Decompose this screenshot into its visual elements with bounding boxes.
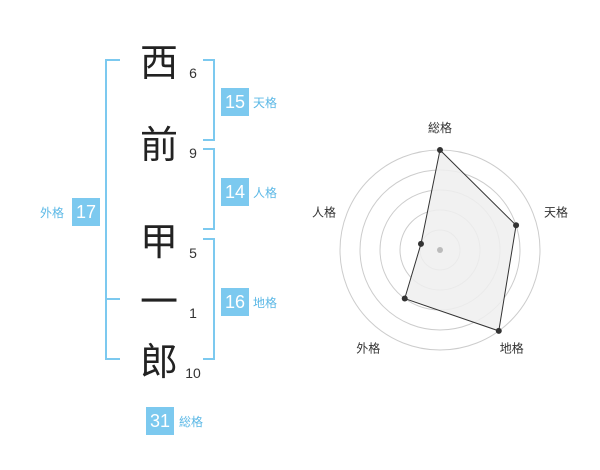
name-char-4: 一	[139, 280, 178, 324]
radar-data-polygon	[404, 148, 517, 332]
radar-axis-label-1: 総格	[428, 120, 452, 135]
stroke-count-1: 6	[189, 65, 197, 81]
jinkaku-bracket	[203, 148, 215, 230]
name-char-2: 前	[139, 123, 178, 167]
radar-center-point	[437, 247, 443, 253]
radar-point-5	[417, 240, 424, 247]
stroke-count-5: 10	[185, 365, 201, 381]
tenkaku-label: 天格	[253, 96, 278, 110]
tenkaku-badge: 15	[221, 88, 249, 116]
radar-point-1	[437, 147, 443, 153]
tenkaku-bracket	[203, 59, 215, 141]
name-char-5: 郎	[139, 340, 178, 384]
radar-axis-label-3: 地格	[500, 341, 524, 356]
chikaku-label: 地格	[253, 296, 278, 310]
stroke-count-2: 9	[189, 145, 197, 161]
stroke-count-3: 5	[189, 245, 197, 261]
radar-point-4	[401, 295, 408, 302]
gaikaku-bracket-divider	[105, 298, 120, 300]
chikaku-badge: 16	[221, 288, 249, 316]
gaikaku-bracket	[105, 59, 120, 360]
soukaku-label: 総格	[179, 415, 204, 429]
jinkaku-label: 人格	[253, 186, 278, 200]
jinkaku-badge: 14	[221, 178, 249, 206]
soukaku-badge: 31	[146, 407, 174, 435]
name-char-1: 西	[139, 41, 178, 85]
chikaku-bracket	[203, 238, 215, 360]
gaikaku-label: 外格	[40, 206, 65, 220]
radar-axis-label-2: 天格	[544, 204, 568, 219]
stroke-count-4: 1	[189, 305, 197, 321]
radar-axis-label-4: 外格	[356, 341, 380, 356]
gaikaku-badge: 17	[72, 198, 100, 226]
radar-axis-label-5: 人格	[312, 204, 336, 219]
radar-point-2	[513, 222, 520, 229]
radar-point-3	[495, 327, 502, 334]
name-char-3: 甲	[139, 220, 178, 264]
